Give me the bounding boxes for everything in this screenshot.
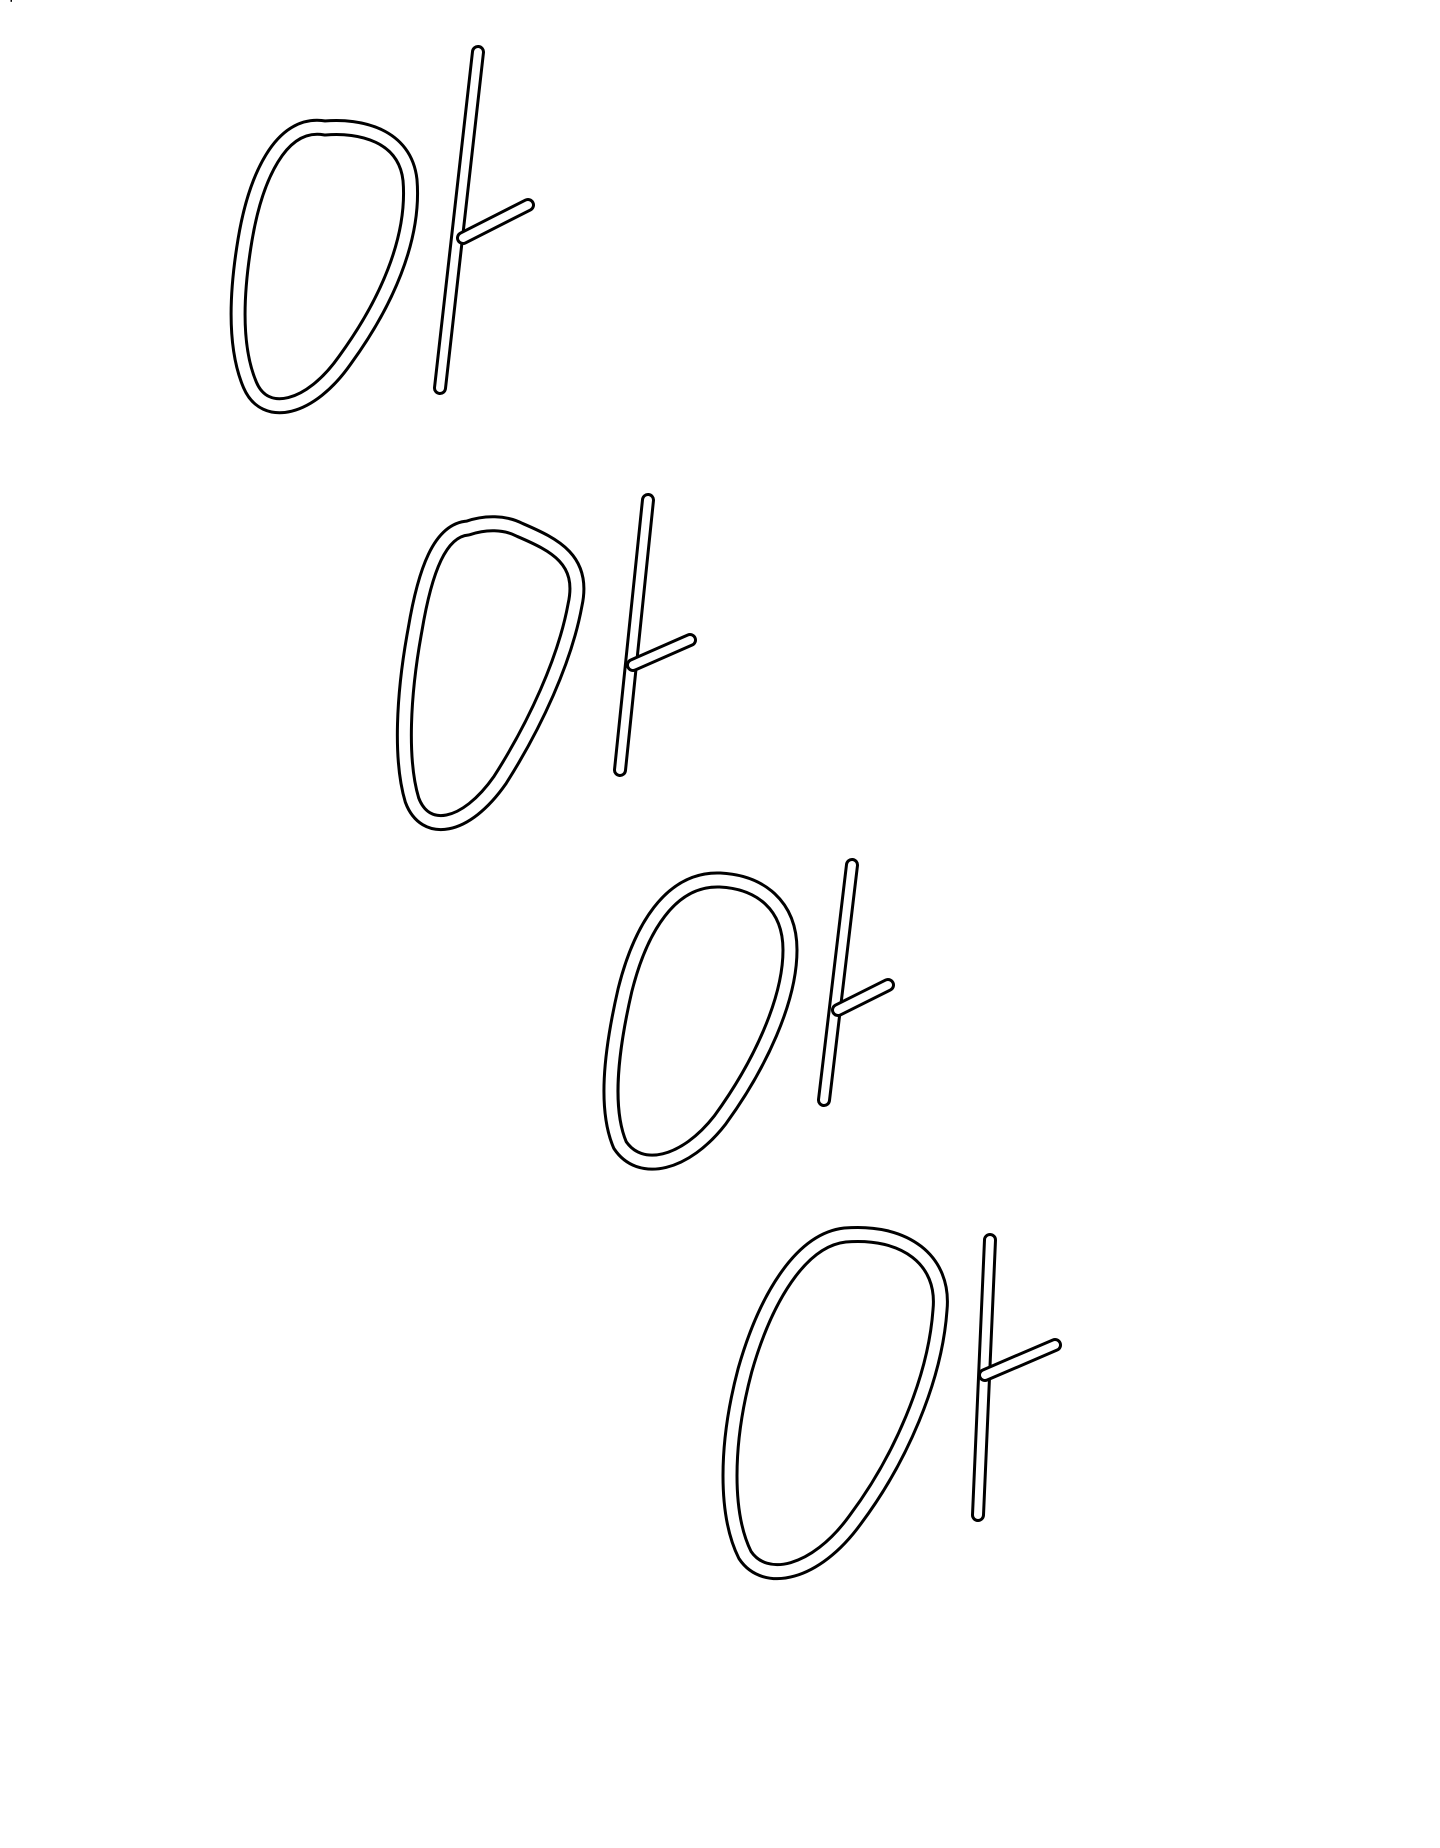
letter-a-stem-1 (433, 45, 535, 395)
letter-a-oval-2 (395, 515, 586, 832)
letter-a-text-2: 아 (0, 0, 15, 4)
letter-a-text-1: 아 (0, 0, 15, 4)
letter-a-oval-4 (721, 1225, 949, 1581)
letter-a-outline-1: 아 (0, 0, 535, 415)
letter-a-stem-3 (817, 858, 895, 1107)
letter-a-text-3: 아 (0, 0, 15, 4)
letter-a-stem-4 (971, 1233, 1062, 1522)
letter-a-outline-3: 아 (0, 0, 895, 1171)
letter-a-oval-1 (229, 118, 420, 415)
letter-a-outline-4: 아 (0, 0, 1062, 1581)
letter-a-stem-2 (613, 493, 697, 777)
letter-a-text-4: 아 (0, 0, 15, 4)
letter-a-outline-2: 아 (0, 0, 697, 832)
letter-a-oval-3 (602, 871, 799, 1171)
